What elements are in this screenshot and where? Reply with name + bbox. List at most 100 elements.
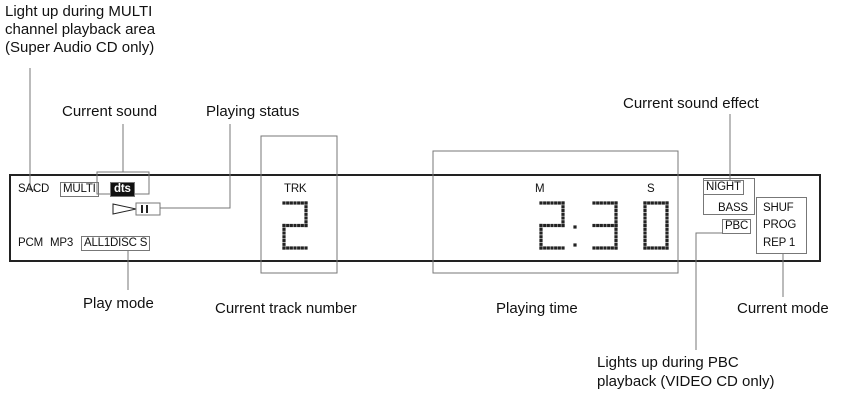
digit-dot: [293, 201, 297, 205]
time-m-label: M: [535, 183, 545, 195]
digit-dot: [665, 201, 669, 205]
digit-dot: [665, 212, 669, 216]
digit-dot: [561, 246, 565, 250]
digit-dot: [614, 231, 618, 235]
digit-dot: [614, 216, 618, 220]
digit-dot: [539, 201, 543, 205]
digit-dot: [596, 201, 600, 205]
digit-dot: [304, 208, 308, 213]
digit-dot: [304, 246, 308, 250]
digit-dot: [539, 223, 543, 228]
digit-dot: [282, 201, 286, 205]
digit-dot: [543, 201, 547, 205]
callout-multi-area-2: channel playback area: [5, 21, 156, 38]
digit-dot: [654, 201, 658, 205]
digit-dot: [561, 212, 565, 216]
digit-dot: [286, 223, 290, 228]
digit-dot: [557, 223, 561, 228]
digit-dot: [610, 246, 614, 250]
digit-dot: [658, 201, 662, 205]
digit-dot: [661, 246, 665, 250]
digit-dot: [658, 246, 662, 250]
digit-dot: [614, 246, 618, 250]
digit-dot: [592, 201, 596, 205]
digit-dot: [554, 223, 558, 228]
digit-dot: [289, 223, 293, 228]
digit-dot: [650, 246, 654, 250]
sacd-indicator: SACD: [18, 183, 50, 195]
digit-dot: [297, 246, 301, 250]
time-digit-1: [539, 201, 565, 250]
play-mode-indicator: ALL1DISC S: [81, 236, 151, 251]
digit-dot: [304, 216, 308, 220]
digit-dot: [546, 223, 550, 228]
digit-dot: [614, 208, 618, 213]
digit-dot: [546, 246, 550, 250]
digit-dot: [603, 246, 607, 250]
digit-dot: [603, 223, 607, 228]
digit-dot: [592, 246, 596, 250]
digit-dot: [282, 235, 286, 239]
digit-dot: [286, 201, 290, 205]
digit-dot: [607, 223, 611, 228]
digit-dot: [643, 201, 647, 205]
digit-dot: [297, 223, 301, 228]
digit-dot: [293, 223, 297, 228]
digit-dot: [614, 212, 618, 216]
multi-indicator: MULTI: [60, 182, 99, 197]
callout-multi-area-3: (Super Audio CD only): [5, 39, 155, 56]
digit-dot: [554, 201, 558, 205]
digit-dot: [557, 246, 561, 250]
pcm-indicator: PCM: [18, 237, 43, 249]
digit-dot: [282, 231, 286, 235]
callout-playing-status: Playing status: [206, 103, 300, 120]
digit-dot: [304, 223, 308, 228]
digit-dot: [665, 205, 669, 209]
digit-dot: [643, 208, 647, 213]
digit-dot: [665, 208, 669, 213]
callout-pbc-1: Lights up during PBC: [597, 354, 739, 371]
digit-dot: [596, 223, 600, 228]
digit-dot: [543, 223, 547, 228]
digit-dot: [643, 216, 647, 220]
callout-current-track-number: Current track number: [215, 300, 357, 317]
digit-dot: [607, 201, 611, 205]
digit-dot: [300, 246, 304, 250]
digit-dot: [614, 223, 618, 228]
display-panel: [9, 174, 821, 262]
digit-dot: [614, 201, 618, 205]
digit-dot: [286, 246, 290, 250]
digit-dot: [550, 246, 554, 250]
digit-dot: [293, 246, 297, 250]
leader-multi: [29, 68, 36, 191]
bass-night-box: [703, 178, 755, 215]
digit-dot: [661, 201, 665, 205]
digit-dot: [289, 246, 293, 250]
digit-dot: [550, 201, 554, 205]
digit-dot: [554, 246, 558, 250]
callout-multi-area-1: Light up during MULTI: [5, 3, 153, 20]
digit-dot: [561, 208, 565, 213]
digit-dot: [610, 223, 614, 228]
digit-dot: [647, 246, 651, 250]
digit-dot: [614, 235, 618, 239]
digit-dot: [654, 246, 658, 250]
digit-dot: [539, 242, 543, 246]
bass-indicator: BASS: [718, 202, 748, 214]
digit-dot: [607, 246, 611, 250]
digit-dot: [643, 220, 647, 224]
dot-digit-layer: [282, 201, 669, 250]
digit-dot: [643, 212, 647, 216]
track-number-digit: [282, 201, 308, 250]
digit-dot: [614, 220, 618, 224]
digit-dot: [304, 220, 308, 224]
digit-dot: [665, 235, 669, 239]
time-colon-dot: [573, 225, 577, 229]
digit-dot: [289, 201, 293, 205]
time-s-label: S: [647, 183, 655, 195]
digit-dot: [665, 223, 669, 228]
digit-dot: [557, 201, 561, 205]
leader-pbc: [695, 232, 723, 350]
